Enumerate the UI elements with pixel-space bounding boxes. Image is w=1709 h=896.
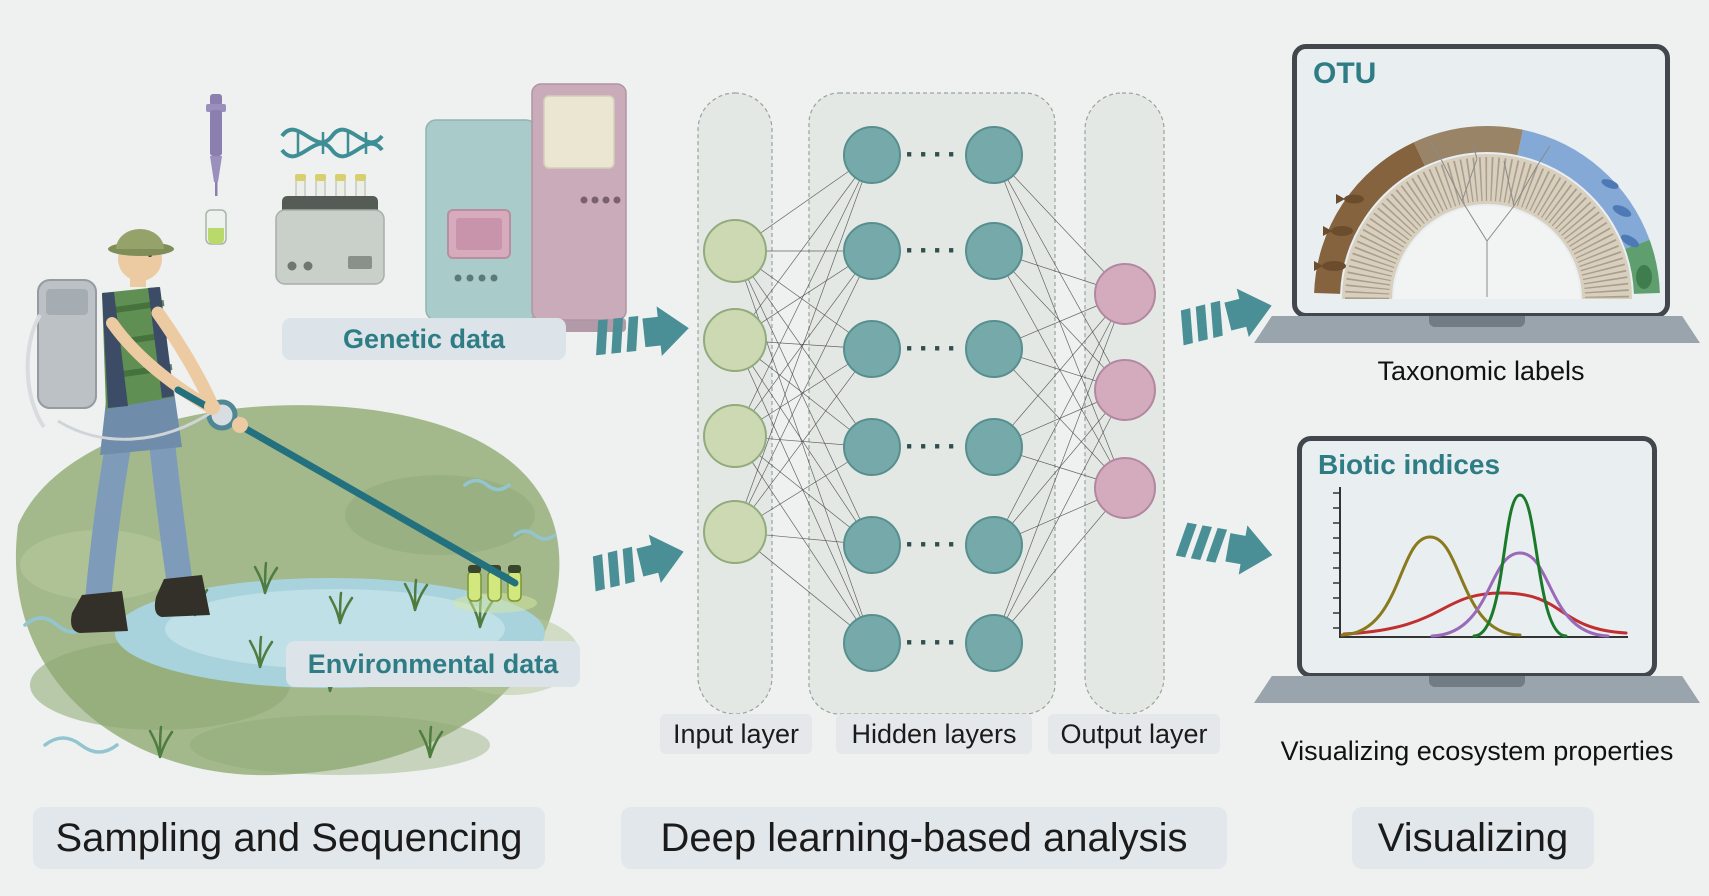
flow-arrow-environmental-icon [592,534,684,592]
environmental-data-text: Environmental data [307,648,559,679]
ellipsis-dots: ···· [905,626,961,659]
connection-line [734,250,873,644]
sampling-section-label: Sampling and Sequencing [33,807,545,869]
connection-line [734,154,873,341]
environmental-data-label: Environmental data [286,641,580,687]
genetic-data-text: Genetic data [342,323,506,354]
field-researcher [25,229,244,633]
axis-ticks [1333,492,1340,629]
ecosystem-properties-caption: Visualizing ecosystem properties [1280,736,1674,766]
field-sampling-illustration [15,229,580,776]
hidden-node [843,516,901,574]
tube-rack-icon [275,174,385,285]
connection-line [734,435,873,644]
connection-line [993,293,1126,448]
pipette-icon [206,94,226,196]
laptop-base [1254,676,1700,703]
input-node [703,404,767,468]
connection-line [993,293,1126,644]
visualizing-section-label: Visualizing [1352,807,1594,869]
input-node [703,500,767,564]
hidden-node [843,222,901,280]
analysis-section-text: Deep learning-based analysis [660,815,1188,860]
visualizing-section-text: Visualizing [1377,815,1569,860]
connection-line [734,250,873,448]
biotic-indices-laptop-screen: Biotic indices [1297,436,1657,678]
hidden-layers-text: Hidden layers [851,718,1017,749]
laptop-notch [1429,676,1525,687]
dna-icon [280,127,384,159]
output-node [1094,359,1156,421]
flow-arrow-genetic-icon [596,306,689,357]
animal-silhouettes [1314,179,1652,289]
lab-equipment-illustration [205,83,627,332]
input-layer-text: Input layer [672,718,800,749]
connection-line [993,293,1126,546]
output-layer-text: Output layer [1060,718,1208,749]
input-layer-panel [697,92,773,715]
otu-laptop-screen: OTU [1292,44,1670,318]
output-node [1094,263,1156,325]
otu-title: OTU [1313,57,1377,90]
analysis-section-label: Deep learning-based analysis [621,807,1227,869]
sequencer-icon [422,83,627,332]
hidden-node [843,418,901,476]
biotic-indices-title: Biotic indices [1318,449,1501,480]
connection-line [993,487,1126,644]
sample-vial-icon [205,209,227,245]
hidden-node [843,320,901,378]
hidden-layers-panel [808,92,1056,715]
connection-line [734,250,873,533]
flow-arrow-biotic-icon [1175,522,1273,575]
hidden-node [965,614,1023,672]
laptop-base [1254,316,1700,343]
hidden-node [965,222,1023,280]
ellipsis-dots: ···· [905,234,961,267]
connection-line [993,250,1126,391]
ellipsis-dots: ···· [905,138,961,171]
hidden-node [965,516,1023,574]
output-layer-label: Output layer [1048,714,1220,754]
input-node [703,219,767,283]
connection-line [734,250,873,546]
connection-line [734,348,873,533]
ellipsis-dots: ···· [905,528,961,561]
taxonomic-labels-caption: Taxonomic labels [1377,356,1585,386]
laptop-notch [1429,316,1525,327]
distribution-curves-chart [1333,487,1628,638]
sampling-section-text: Sampling and Sequencing [55,815,523,860]
genetic-data-label: Genetic data [282,318,566,360]
ellipsis-dots: ···· [905,430,961,463]
hidden-node [965,320,1023,378]
connection-line [734,154,873,437]
sampling-pole [57,386,519,587]
neural-network-diagram: ···· ···· ···· ···· ···· ···· [697,92,1165,715]
connection-line [993,389,1126,546]
connection-line [993,154,1126,295]
tree-branches [1429,140,1551,297]
connection-line [734,154,873,533]
connection-line [734,339,873,644]
hidden-layers-label: Hidden layers [836,714,1032,754]
hidden-node [843,614,901,672]
input-layer-label: Input layer [660,714,812,754]
phylogenetic-tree-illustration [1314,126,1660,300]
hidden-node [965,418,1023,476]
ellipsis-dots: ···· [905,332,961,365]
flow-arrow-taxonomic-icon [1180,288,1272,346]
connection-line [993,389,1126,644]
hidden-node [965,126,1023,184]
hidden-node [843,126,901,184]
input-node [703,308,767,372]
connection-line [734,339,873,546]
output-node [1094,457,1156,519]
